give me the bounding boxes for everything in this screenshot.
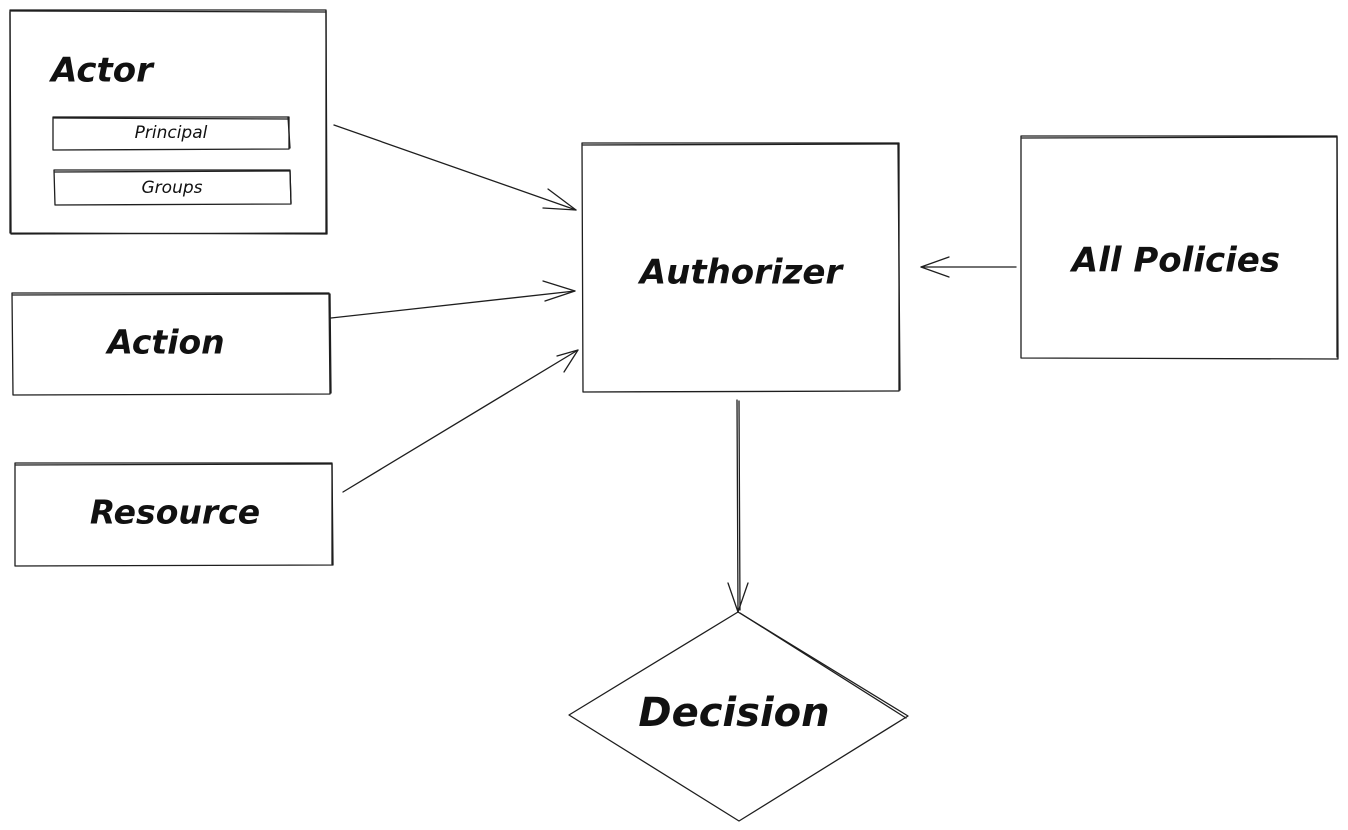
arrow-authorizer-to-decision [727, 399, 749, 613]
actor-node[interactable]: Actor Principal Groups [9, 9, 328, 235]
action-label: Action [104, 323, 224, 362]
all-policies-node[interactable]: All Policies [1020, 135, 1339, 360]
arrow-resource-to-authorizer [342, 349, 579, 493]
actor-field-principal-label: Principal [135, 123, 208, 143]
actor-field-principal[interactable]: Principal [52, 116, 291, 151]
resource-node[interactable]: Resource [14, 462, 334, 567]
resource-label: Resource [90, 493, 260, 532]
actor-field-groups[interactable]: Groups [53, 169, 292, 206]
decision-label: Decision [638, 690, 829, 736]
actor-title: Actor [48, 51, 155, 91]
action-node[interactable]: Action [11, 292, 332, 396]
actor-field-groups-label: Groups [142, 178, 203, 198]
arrow-action-to-authorizer [330, 280, 576, 319]
decision-node[interactable]: Decision [568, 611, 909, 822]
all-policies-label: All Policies [1069, 241, 1280, 281]
arrow-actor-to-authorizer [333, 124, 577, 211]
authorizer-label: Authorizer [637, 253, 845, 293]
authorizer-node[interactable]: Authorizer [581, 142, 901, 393]
arrow-policies-to-authorizer [920, 256, 1017, 278]
